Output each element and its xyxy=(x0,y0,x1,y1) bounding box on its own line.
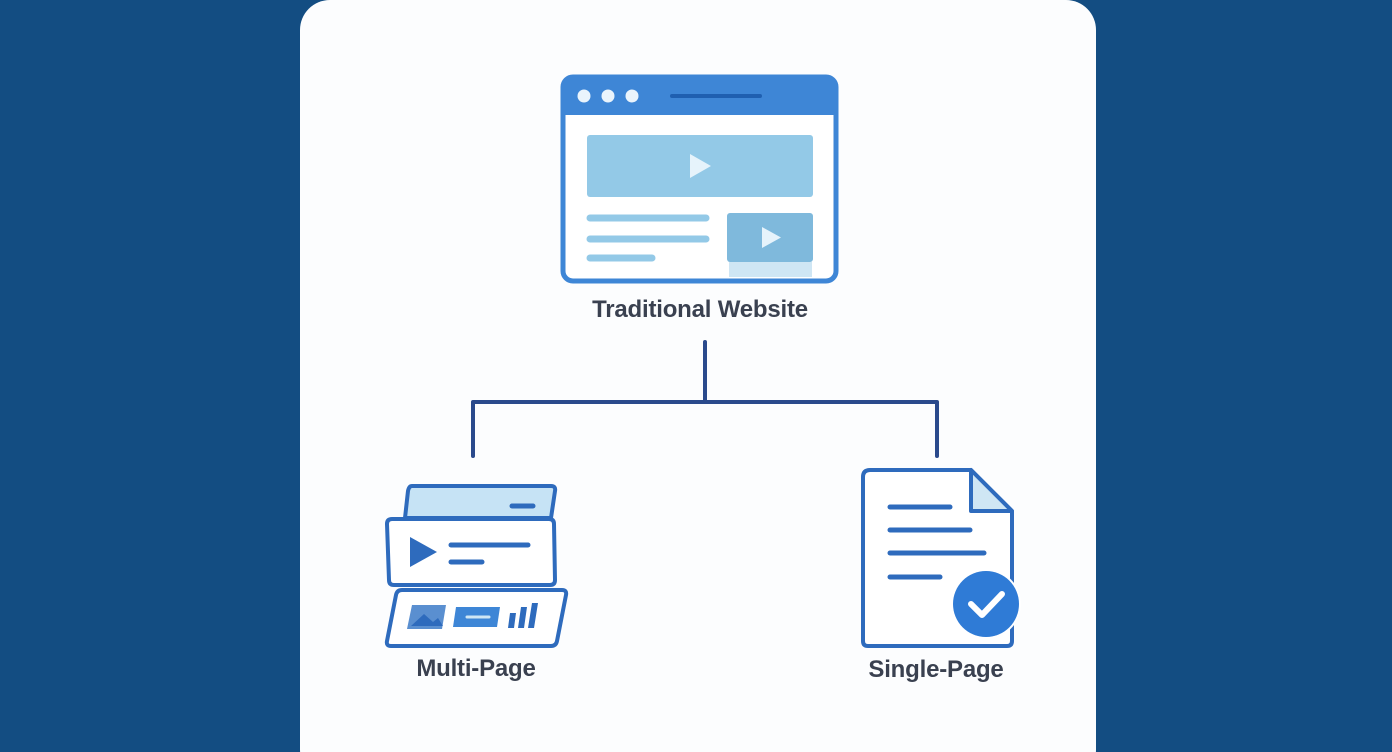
single-page-label: Single-Page xyxy=(868,656,1004,683)
play-icon xyxy=(690,154,711,178)
page-fold-icon xyxy=(969,468,1014,513)
check-badge-icon xyxy=(951,569,1021,639)
tree-connector xyxy=(471,340,939,458)
window-dot-icon xyxy=(601,89,615,103)
document-check-icon xyxy=(861,468,1021,648)
browser-window-icon xyxy=(560,74,839,284)
stacked-pages-icon xyxy=(384,484,569,648)
play-icon xyxy=(410,537,437,567)
window-dot-icon xyxy=(625,89,639,103)
multi-page-label: Multi-Page xyxy=(416,655,536,682)
window-dot-icon xyxy=(577,89,591,103)
play-icon xyxy=(762,227,781,248)
bar-chart-icon xyxy=(508,603,538,628)
traditional-website-label: Traditional Website xyxy=(592,296,808,323)
